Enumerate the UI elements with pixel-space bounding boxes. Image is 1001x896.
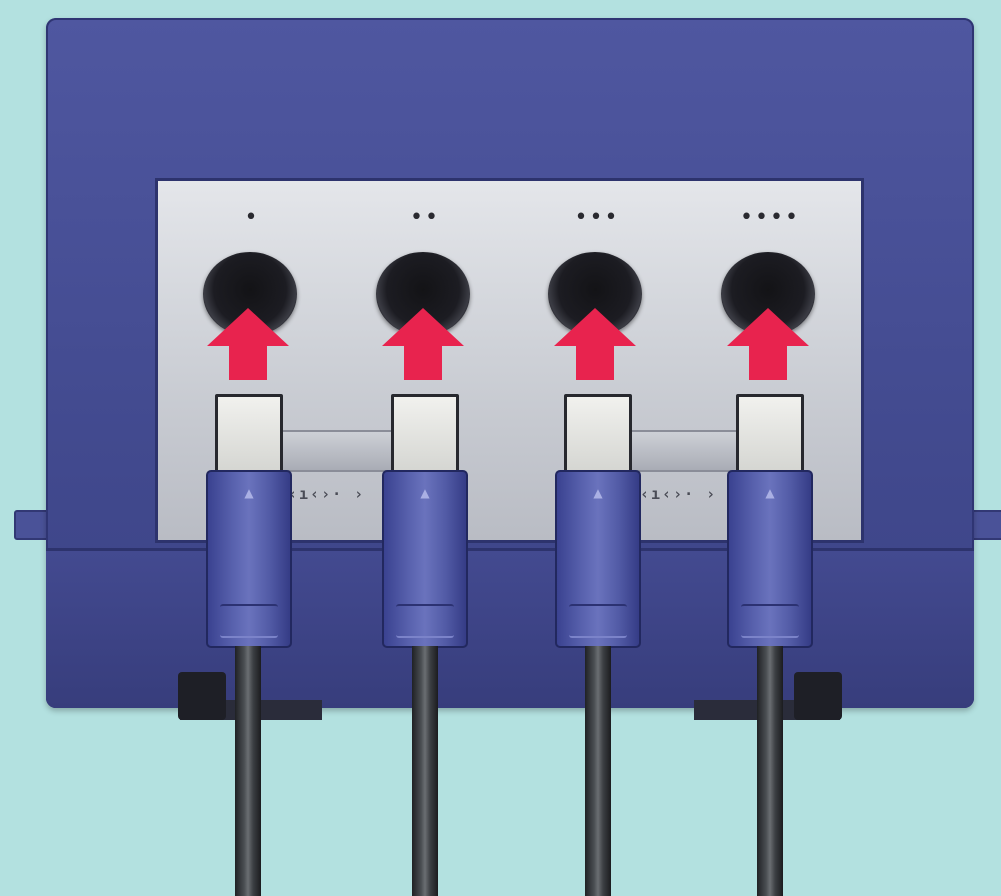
controller-plug-2-head	[391, 394, 459, 474]
port-rail-right	[628, 430, 746, 472]
port-1-dots: •	[244, 205, 260, 230]
controller-plug-4-body: ▲	[727, 470, 813, 648]
rail-embossed-text-left: ‹ı‹›· ›	[288, 485, 366, 503]
insert-arrow-icon	[207, 308, 289, 380]
controller-cable-3	[585, 646, 611, 896]
insert-arrow-icon	[727, 308, 809, 380]
plug-arrow-mark-icon: ▲	[593, 486, 603, 500]
insert-arrow-icon	[382, 308, 464, 380]
port-rail-left	[278, 430, 396, 472]
port-3-dots: •••	[574, 205, 620, 230]
controller-plug-3-head	[564, 394, 632, 474]
rail-embossed-text-right: ‹ı‹›· ›	[640, 485, 718, 503]
port-4-dots: ••••	[740, 205, 800, 230]
controller-plug-2-body: ▲	[382, 470, 468, 648]
controller-plug-1-body: ▲	[206, 470, 292, 648]
console-foot-left	[178, 672, 226, 720]
plug-arrow-mark-icon: ▲	[420, 486, 430, 500]
port-2-dots: ••	[410, 205, 440, 230]
controller-cable-1	[235, 646, 261, 896]
controller-cable-2	[412, 646, 438, 896]
plug-arrow-mark-icon: ▲	[765, 486, 775, 500]
plug-arrow-mark-icon: ▲	[244, 486, 254, 500]
console-foot-right	[794, 672, 842, 720]
console-side-tab-left	[14, 510, 52, 540]
controller-plug-1-head	[215, 394, 283, 474]
controller-plug-4-head	[736, 394, 804, 474]
controller-plug-3-body: ▲	[555, 470, 641, 648]
controller-cable-4	[757, 646, 783, 896]
insert-arrow-icon	[554, 308, 636, 380]
